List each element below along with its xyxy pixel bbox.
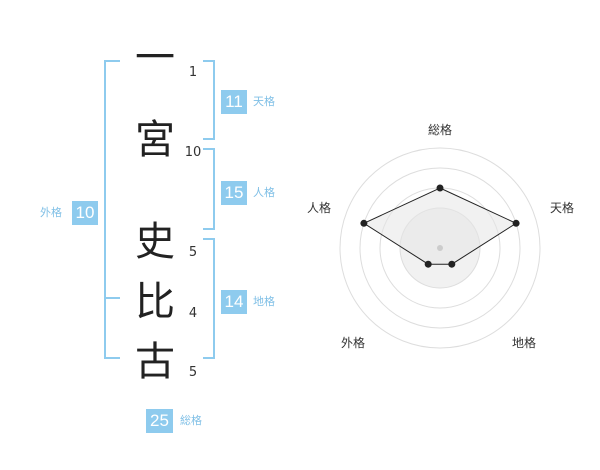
name-char-2: 宮 <box>135 117 175 163</box>
axis-label-gaikaku: 外格 <box>341 335 365 350</box>
stroke-count-3: 5 <box>188 245 198 260</box>
stroke-count-4: 4 <box>188 306 198 321</box>
name-char-5: 古 <box>135 339 175 385</box>
jinkaku-badge: 15 <box>221 181 247 205</box>
axis-label-soukaku: 総格 <box>428 122 452 137</box>
axis-label-jinkaku: 人格 <box>307 200 331 215</box>
jinkaku-label: 人格 <box>253 186 275 199</box>
stroke-count-1: 1 <box>188 65 198 80</box>
radar-point-2 <box>448 260 456 268</box>
stroke-count-2: 10 <box>184 145 202 160</box>
gaikaku-badge: 10 <box>72 201 98 225</box>
radar-center-dot <box>437 245 443 251</box>
gaikaku-label: 外格 <box>40 206 62 219</box>
name-char-3: 史 <box>135 219 175 265</box>
stroke-count-5: 5 <box>188 365 198 380</box>
radar-point-1 <box>512 219 520 227</box>
radar-point-0 <box>436 184 444 192</box>
radar-polygon <box>362 187 518 265</box>
axis-label-tenkaku: 天格 <box>550 200 574 215</box>
name-char-4: 比 <box>135 279 175 325</box>
name-char-1: 一 <box>135 35 175 81</box>
chikaku-badge: 14 <box>221 290 247 314</box>
radar-point-4 <box>360 219 368 227</box>
soukaku-label: 総格 <box>180 414 202 427</box>
radar-point-3 <box>424 260 432 268</box>
chikaku-label: 地格 <box>253 295 275 308</box>
tenkaku-badge: 11 <box>221 90 247 114</box>
tenkaku-label: 天格 <box>253 95 275 108</box>
radar-dots <box>360 184 520 268</box>
soukaku-badge: 25 <box>146 409 173 433</box>
axis-label-chikaku: 地格 <box>512 335 536 350</box>
